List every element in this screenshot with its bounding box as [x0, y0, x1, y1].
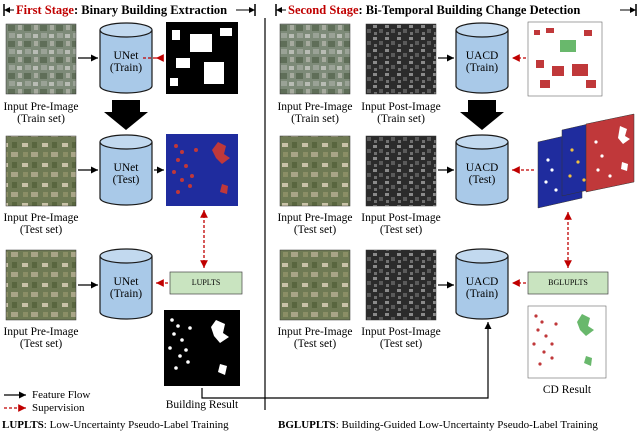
s1-row2-input-label: Input Pre-Image(Test set) — [3, 212, 79, 236]
luplts-label: LUPLTS — [191, 278, 221, 287]
s2-pre-image-train — [279, 23, 351, 95]
s2-row1-model-label: UACD(Train) — [465, 50, 499, 74]
s1-row1-model-label: UNet(Train) — [109, 50, 143, 74]
s1-row1-input-label: Input Pre-Image(Train set) — [3, 101, 79, 125]
s1-row3-input-label: Input Pre-Image(Test set) — [3, 326, 79, 350]
s2-row3-pre-label: Input Pre-Image(Test set) — [277, 326, 353, 350]
s2-pre-image-test — [279, 135, 351, 207]
pre-image-train-thumbnail — [5, 23, 77, 95]
building-result-to-uacd-flow — [201, 322, 492, 399]
uacd-test-cylinder — [455, 134, 509, 206]
footer-bgluplts-abbr: BGLUPLTS — [278, 419, 336, 431]
s2-row2-pre-label: Input Pre-Image(Test set) — [277, 212, 353, 236]
building-result-label: Building Result — [165, 399, 239, 411]
second-stage-title: Second Stage: Bi-Temporal Building Chang… — [288, 3, 580, 18]
change-label-map-train — [527, 21, 603, 97]
building-result-mask — [164, 310, 240, 386]
luplts-box — [169, 271, 243, 295]
transfer-arrow-stage1 — [104, 100, 148, 130]
s2-post-image-test — [365, 135, 437, 207]
s2-row3-model-label: UACD(Train) — [465, 276, 499, 300]
cd-result-map — [527, 305, 607, 379]
change-probability-maps — [537, 113, 635, 209]
pre-image-test-thumbnail — [5, 135, 77, 207]
s2-post-image-train — [365, 23, 437, 95]
s2-row2-post-label: Input Post-Image(Test set) — [361, 212, 441, 236]
unet-test-cylinder — [99, 134, 153, 206]
cd-result-label: CD Result — [542, 384, 592, 396]
s2-row1-pre-label: Input Pre-Image(Train set) — [277, 101, 353, 125]
s2-row3-post-label: Input Post-Image(Test set) — [361, 326, 441, 350]
bgluplts-box — [527, 271, 609, 295]
s1-row3-model-label: UNet(Train) — [109, 276, 143, 300]
pre-image-test-thumbnail-r3 — [5, 249, 77, 321]
footer-luplts-text: : Low-Uncertainty Pseudo-Label Training — [43, 419, 229, 431]
transfer-arrow-stage2 — [460, 100, 504, 130]
s1-row2-model-label: UNet(Test) — [112, 162, 140, 186]
uacd-train-cylinder-r3 — [455, 248, 509, 320]
building-probability-map — [166, 134, 238, 206]
first-stage-title-rest: : Binary Building Extraction — [73, 3, 228, 17]
bgluplts-label: BGLUPLTS — [548, 278, 588, 287]
footer-bgluplts-text: : Building-Guided Low-Uncertainty Pseudo… — [335, 419, 598, 431]
unet-train-cylinder — [99, 22, 153, 94]
second-stage-title-rest: : Bi-Temporal Building Change Detection — [358, 3, 581, 17]
footer-luplts-abbr: LUPLTS — [2, 419, 44, 431]
legend-supervision-label: Supervision — [32, 402, 85, 414]
first-stage-title-prefix: First Stage — [16, 3, 74, 17]
second-stage-title-prefix: Second Stage — [288, 3, 359, 17]
first-stage-title: First Stage: Binary Building Extraction — [16, 3, 227, 18]
unet-train-cylinder-r3 — [99, 248, 153, 320]
footer-luplts-definition: LUPLTS: Low-Uncertainty Pseudo-Label Tra… — [2, 419, 229, 431]
building-label-mask-train — [166, 22, 238, 94]
legend-feature-flow-label: Feature Flow — [32, 389, 91, 401]
s2-row1-post-label: Input Post-Image(Train set) — [361, 101, 441, 125]
s2-row2-model-label: UACD(Test) — [465, 162, 499, 186]
footer-bgluplts-definition: BGLUPLTS: Building-Guided Low-Uncertaint… — [278, 419, 598, 431]
s2-post-image-test-r3 — [365, 249, 437, 321]
uacd-train-cylinder — [455, 22, 509, 94]
s2-pre-image-test-r3 — [279, 249, 351, 321]
